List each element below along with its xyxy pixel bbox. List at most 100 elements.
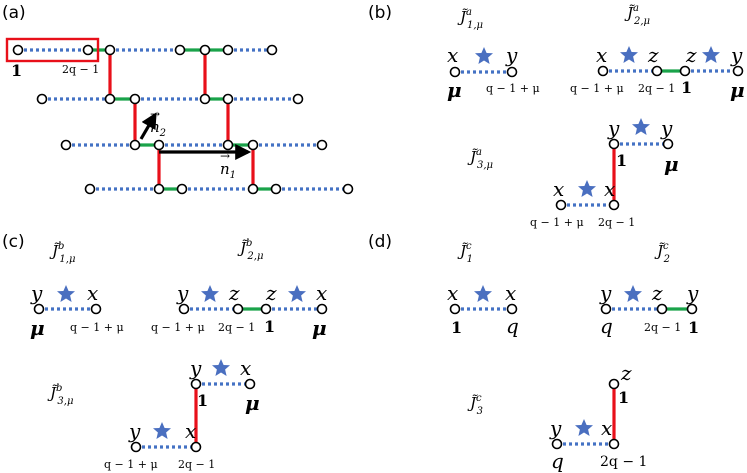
c3-y2: y xyxy=(128,419,141,443)
d3-z: z xyxy=(620,361,632,385)
panel-a-red-bonds xyxy=(108,50,255,189)
b2-2q: 2q − 1 xyxy=(638,82,675,95)
b3-site-top-right xyxy=(662,138,674,150)
d2-q: q xyxy=(600,314,613,338)
b3-x1: x xyxy=(553,177,564,201)
panel-a-dotted-bonds xyxy=(18,48,348,191)
panel-a: (a) xyxy=(2,3,354,195)
site-label-one: 1 xyxy=(11,61,22,80)
d2-2q: 2q − 1 xyxy=(644,321,681,334)
b3-2q: 2q − 1 xyxy=(598,216,635,229)
d1-x1: x xyxy=(447,281,458,305)
b3-q1mu: q − 1 + μ xyxy=(530,216,584,229)
c3-star-top-icon xyxy=(212,359,230,376)
vector-n2-arrow-icon xyxy=(139,112,157,140)
c3-star-bottom-icon xyxy=(153,422,171,439)
c3-site-top-left xyxy=(190,378,202,390)
d3-site-bottom-left xyxy=(551,438,563,450)
d3-2q: 2q − 1 xyxy=(600,454,647,470)
b2-one: 1 xyxy=(681,78,692,97)
c3-q1mu: q − 1 + μ xyxy=(104,458,158,471)
b2-star-right-icon xyxy=(702,46,720,63)
c2-2q: 2q − 1 xyxy=(218,321,255,334)
c1-star-icon xyxy=(57,285,75,302)
b1-mu: μ xyxy=(447,78,462,102)
vector-n1-label: n1 xyxy=(220,160,236,181)
c3-2q: 2q − 1 xyxy=(178,458,215,471)
c2-one: 1 xyxy=(264,317,275,336)
b1-y: y xyxy=(505,43,518,67)
c3-y1: y xyxy=(189,356,202,380)
panel-a-green-bonds xyxy=(88,48,276,191)
c2-mu: μ xyxy=(312,316,327,340)
b3-y2: y xyxy=(660,116,673,140)
b2-site-2 xyxy=(651,65,663,77)
panel-c-label: (c) xyxy=(2,232,25,252)
d3-q: q xyxy=(551,449,564,473)
d1-q: q xyxy=(506,314,519,338)
b2-site-3 xyxy=(679,65,691,77)
c2-site-1 xyxy=(178,303,190,315)
b3-star-bottom-icon xyxy=(578,180,596,197)
panel-a-sites xyxy=(12,44,354,195)
c2-y: y xyxy=(176,281,189,305)
b1-q1mu: q − 1 + μ xyxy=(486,82,540,95)
b3-site-top-left xyxy=(608,138,620,150)
panel-d-label: (d) xyxy=(368,232,392,252)
b3-x2: x xyxy=(604,177,615,201)
b2-q1mu: q − 1 + μ xyxy=(570,82,624,95)
c3-x1: x xyxy=(240,356,251,380)
c2-star-right-icon xyxy=(288,285,306,302)
unit-cell-highlight-box xyxy=(5,37,100,63)
b2-site-1 xyxy=(597,65,609,77)
d2-y2: y xyxy=(686,281,699,305)
c1-y: y xyxy=(30,281,43,305)
b2-x: x xyxy=(596,43,607,67)
c3-mu: μ xyxy=(245,391,260,415)
c2-site-2 xyxy=(232,303,244,315)
c1-site-left xyxy=(33,303,45,315)
vector-n1-arrow-mark: → xyxy=(220,149,230,163)
b2-site-4 xyxy=(732,65,744,77)
d3-star-icon xyxy=(575,419,593,436)
c3-one: 1 xyxy=(197,391,208,410)
panel-a-label: (a) xyxy=(2,3,26,23)
vector-n2-arrow-mark: → xyxy=(150,107,160,121)
d3-site-top xyxy=(608,378,620,390)
c3-site-top-right xyxy=(244,378,256,390)
c1-site-right xyxy=(90,303,102,315)
site-label-two-q: 2q − 1 xyxy=(62,63,99,76)
d1-star-icon xyxy=(474,285,492,302)
d3-x: x xyxy=(601,416,612,440)
b3-y1: y xyxy=(607,116,620,140)
c1-q1mu: q − 1 + μ xyxy=(70,321,124,334)
c2-star-left-icon xyxy=(201,285,219,302)
b1-site-left xyxy=(449,66,461,78)
b2-z1: z xyxy=(647,43,659,67)
d2-site-2 xyxy=(656,303,668,315)
b1-site-right xyxy=(506,66,518,78)
d2-y1: y xyxy=(599,281,612,305)
c1-x: x xyxy=(87,281,98,305)
c3-site-bottom-right xyxy=(190,441,202,453)
b2-z2: z xyxy=(685,43,697,67)
c1-mu: μ xyxy=(30,316,45,340)
b3-star-top-icon xyxy=(632,118,650,135)
d1-site-right xyxy=(506,303,518,315)
b3-site-bottom-left xyxy=(555,199,567,211)
b1-star-icon xyxy=(475,47,493,64)
c2-site-4 xyxy=(316,303,328,315)
vector-n2-label: n2 xyxy=(150,118,166,139)
